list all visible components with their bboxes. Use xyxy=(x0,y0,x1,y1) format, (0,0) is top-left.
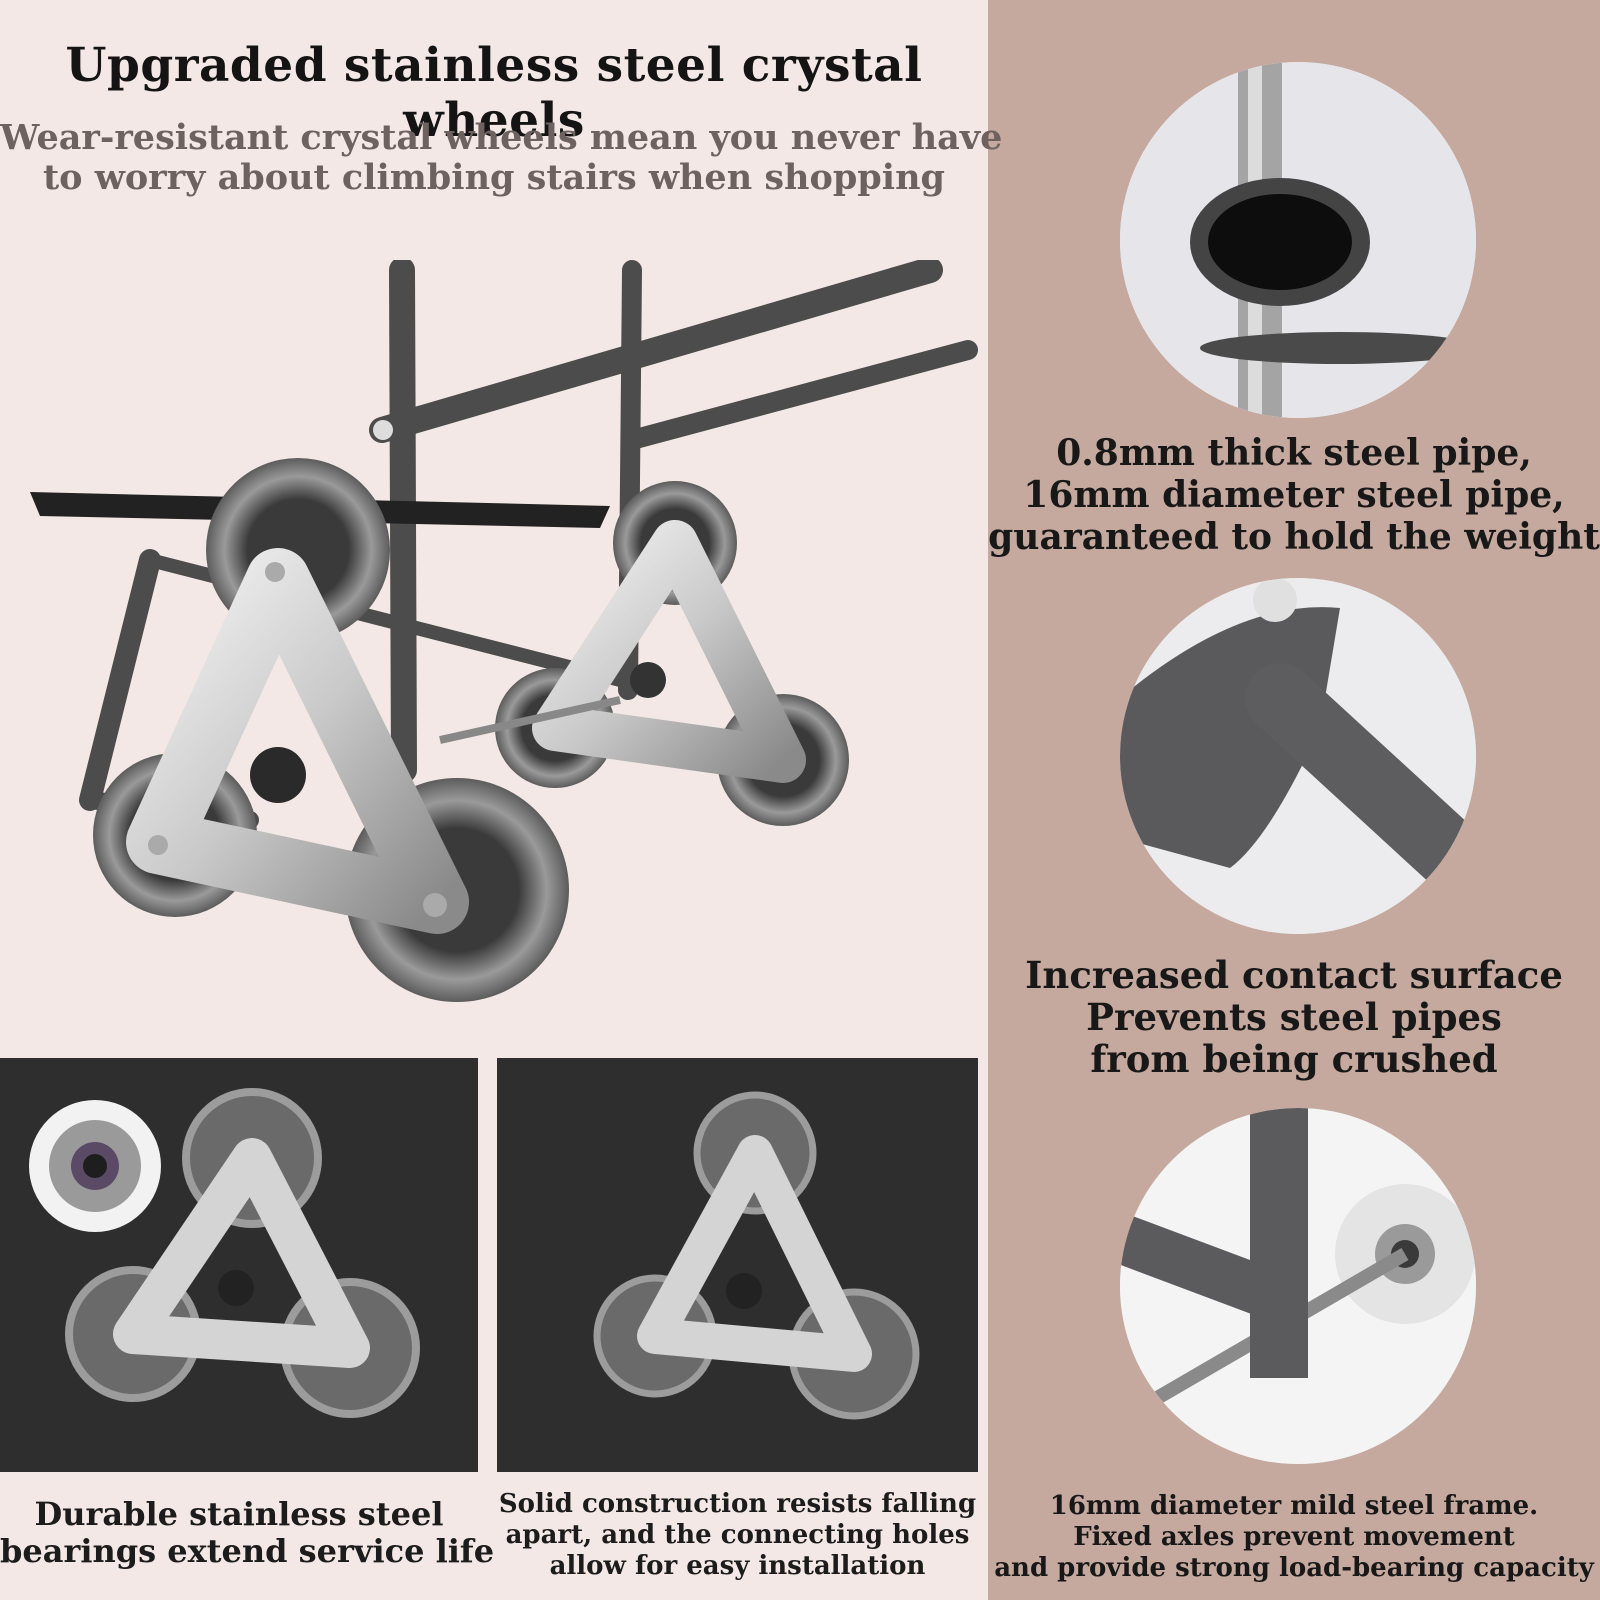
bearing-caption: Durable stainless steel bearings extend … xyxy=(0,1495,495,1570)
steel-pipe-caption: 0.8mm thick steel pipe, 16mm diameter st… xyxy=(988,432,1600,558)
trolley-wheels-image xyxy=(30,260,978,1002)
bearing-caption-line-1: Durable stainless steel xyxy=(34,1495,444,1533)
contact-surface-detail-image xyxy=(1120,578,1476,934)
steel-pipe-caption-line-1: 0.8mm thick steel pipe, xyxy=(1056,432,1532,474)
bearing-wheel-panel xyxy=(0,1058,478,1472)
construction-caption-line-2: apart, and the connecting holes xyxy=(505,1520,970,1550)
subtitle-line-1: Wear-resistant crystal wheels mean you n… xyxy=(0,117,1003,158)
wheel-construction-panel xyxy=(497,1058,978,1472)
frame-axle-detail-image xyxy=(1120,1108,1476,1464)
bearing-wheel-image xyxy=(29,1088,420,1418)
steel-pipe-caption-line-2: 16mm diameter steel pipe, xyxy=(1023,474,1565,516)
bearing-caption-line-2: bearings extend service life xyxy=(0,1532,495,1570)
steel-pipe-caption-line-3: guaranteed to hold the weight xyxy=(988,516,1600,558)
construction-caption: Solid construction resists falling apart… xyxy=(497,1489,978,1582)
construction-caption-line-3: allow for easy installation xyxy=(549,1551,926,1581)
contact-surface-caption-line-1: Increased contact surface xyxy=(1025,953,1563,997)
subtitle-line-2: to worry about climbing stairs when shop… xyxy=(43,157,945,198)
frame-axle-caption: 16mm diameter mild steel frame. Fixed ax… xyxy=(988,1491,1600,1584)
contact-surface-caption-line-3: from being crushed xyxy=(1090,1037,1498,1081)
page-subtitle: Wear-resistant crystal wheels mean you n… xyxy=(0,117,1003,198)
wheel-construction-image xyxy=(593,1091,920,1420)
frame-axle-caption-line-1: 16mm diameter mild steel frame. xyxy=(1049,1491,1539,1521)
frame-axle-caption-line-2: Fixed axles prevent movement xyxy=(1073,1522,1515,1552)
frame-axle-caption-line-3: and provide strong load-bearing capacity xyxy=(994,1553,1594,1583)
contact-surface-caption: Increased contact surface Prevents steel… xyxy=(988,954,1600,1080)
page-title: Upgraded stainless steel crystal wheels xyxy=(65,38,923,148)
contact-surface-caption-line-2: Prevents steel pipes xyxy=(1086,995,1502,1039)
steel-pipe-detail-image xyxy=(1120,62,1476,418)
construction-caption-line-1: Solid construction resists falling xyxy=(498,1489,977,1519)
